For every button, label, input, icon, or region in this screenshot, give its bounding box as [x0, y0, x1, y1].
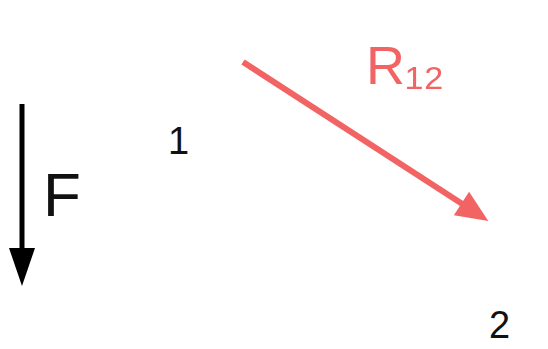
sphere-node: 1 [186, 6, 300, 118]
sphere-number: 2 [489, 306, 510, 344]
force-label: F [43, 164, 81, 226]
sphere-body [435, 168, 545, 276]
force-shaft [20, 104, 25, 250]
sphere [435, 168, 545, 276]
sphere-node: 2 [435, 168, 545, 276]
sphere [186, 6, 300, 118]
sphere-body [186, 6, 300, 118]
vector-label: R₁₂ [366, 38, 444, 92]
vector-head [454, 192, 488, 221]
vector-arrow [243, 62, 488, 221]
force-head [9, 248, 35, 286]
sphere-number: 1 [168, 122, 189, 160]
